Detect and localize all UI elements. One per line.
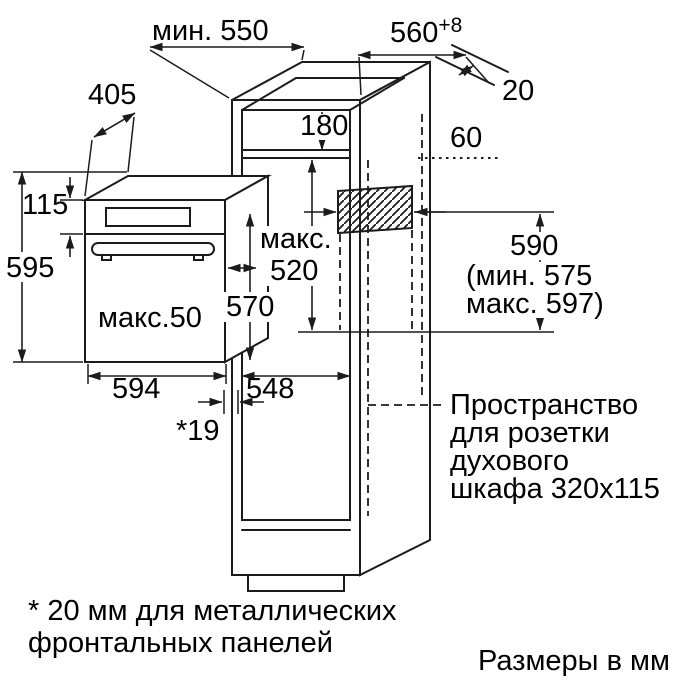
dim-label-405: 405 [88, 79, 136, 111]
units-note: Размеры в мм [478, 645, 670, 677]
dim-label-115: 115 [22, 189, 68, 221]
dim-label-maks: макс. [260, 223, 332, 255]
dim-label-594: 594 [112, 373, 160, 405]
socket-note-line-3: духового [450, 445, 569, 477]
dim-label-590-min: (мин. 575 [466, 260, 592, 292]
handle-post-left [101, 254, 112, 261]
dim-label-520: 520 [270, 255, 318, 287]
dimension-labels: мин. 550 560+8 405 20 180 60 115 595 мак… [6, 14, 604, 447]
cabinet-right-side [359, 60, 431, 577]
dim-label-180: 180 [300, 110, 348, 142]
dim-label-590-max: макс. 597) [466, 288, 604, 320]
handle-post-right [193, 254, 204, 261]
cabinet-plinth [247, 574, 345, 592]
footnote-line-2: фронтальных панелей [28, 627, 333, 659]
socket-note-line-1: Пространство [450, 389, 638, 421]
dim-label-19: *19 [176, 415, 220, 447]
oven-door-handle [91, 242, 215, 256]
socket-note-line-2: для розетки [450, 417, 610, 449]
dim-label-60: 60 [450, 122, 482, 154]
socket-note: Пространство для розетки духового шкафа … [450, 389, 660, 505]
dim-label-20: 20 [502, 75, 534, 107]
wall-edge-lines [435, 44, 509, 86]
dim-label-maks-50: макс.50 [98, 302, 202, 334]
label-backgrounds [4, 114, 608, 322]
dim-label-min-550: мин. 550 [152, 15, 269, 47]
control-panel-display [105, 207, 191, 227]
dim-label-548: 548 [246, 373, 294, 405]
dim-label-570: 570 [226, 291, 274, 323]
footnote: * 20 мм для металлических фронтальных па… [28, 595, 397, 659]
socket-note-line-4: шкафа 320x115 [450, 473, 660, 505]
dim-label-560-tolerance: +8 [438, 14, 462, 37]
footnote-line-1: * 20 мм для металлических [28, 595, 397, 627]
dim-label-595: 595 [6, 252, 54, 284]
dim-label-560: 560+8 [390, 14, 462, 49]
dim-label-590: 590 [510, 230, 558, 262]
socket-area-hatched [337, 184, 413, 235]
oven [81, 174, 272, 364]
